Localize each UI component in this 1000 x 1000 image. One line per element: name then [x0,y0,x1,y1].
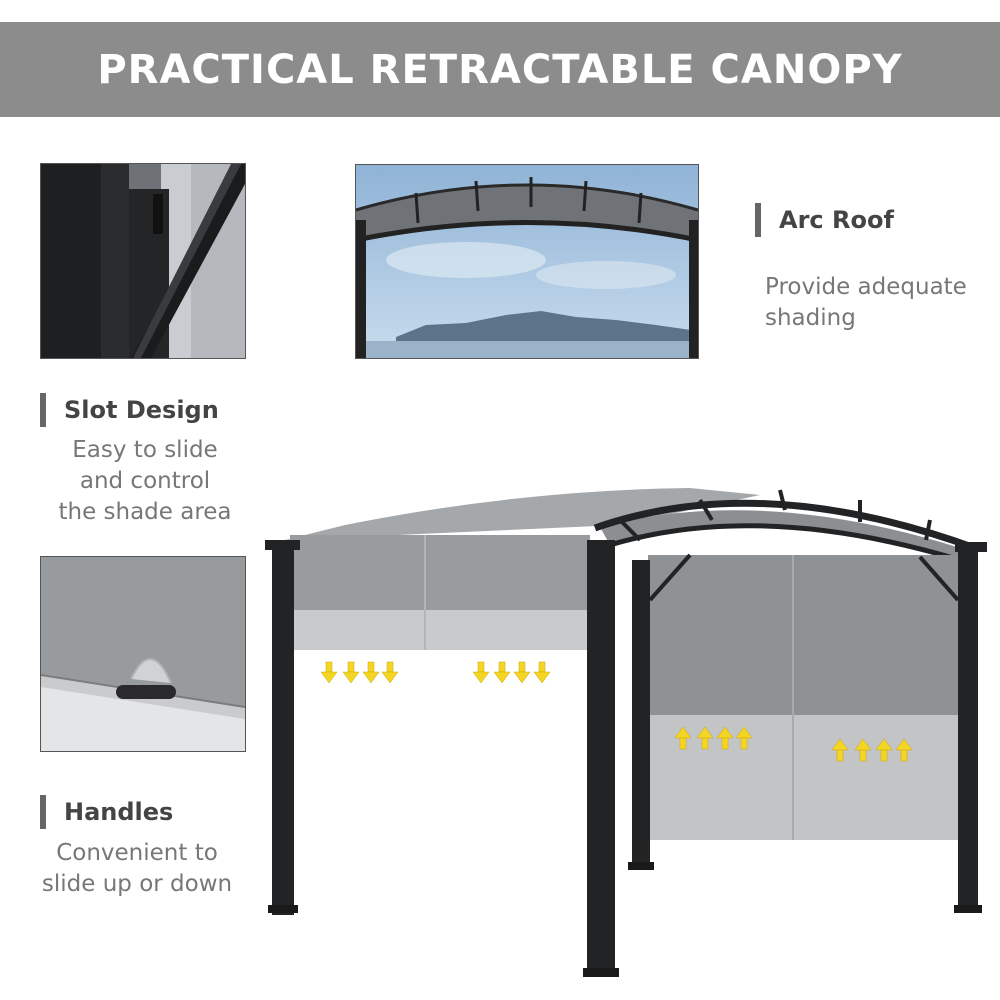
gazebo-post [587,540,615,975]
post-foot [954,905,982,913]
arc-roof-photo [355,164,699,359]
accent-bar [40,795,46,829]
arrow-up-icon [735,726,753,750]
arrow-down-icon [362,661,380,684]
arrow-up-icon [674,726,692,750]
slot-design-desc-line: Easy to slide [72,437,218,463]
arc-roof-title: Arc Roof [779,206,894,234]
right-canopy-flap [648,715,960,840]
left-canopy-flap [290,610,590,650]
corner-brace [918,555,960,602]
accent-bar [755,203,761,237]
arrow-down-icon [342,661,360,684]
slot-design-title: Slot Design [64,396,219,424]
arc-roof-desc-line: Provide adequate [765,274,967,300]
arrow-down-icon [533,661,551,684]
post-foot [583,968,619,977]
handle-detail-photo [40,556,246,752]
handles-desc-line: Convenient to [56,840,218,866]
gazebo-post [632,560,650,870]
slot-design-desc-line: and control [79,468,211,494]
slot-design-heading: Slot Design [40,393,219,427]
arrow-up-icon [854,738,872,762]
corner-brace [648,553,692,602]
right-canopy-panel [648,555,960,715]
arrow-down-icon [493,661,511,684]
banner: PRACTICAL RETRACTABLE CANOPY [0,22,1000,117]
accent-bar [40,393,46,427]
rafter [618,518,642,542]
arrow-up-icon [831,738,849,762]
handles-desc-line: slide up or down [41,871,233,897]
post-cap [955,542,987,552]
roof-front-panel [600,510,960,560]
arrow-down-icon [381,661,399,684]
banner-title: PRACTICAL RETRACTABLE CANOPY [97,46,903,93]
arrow-up-icon [895,738,913,762]
gazebo-post [272,545,294,915]
arrow-up-icon [716,726,734,750]
rafter [698,498,714,522]
arc-roof-description: Provide adequate shading [765,272,995,334]
roof-arc-beam [609,523,961,563]
arc-roof-heading: Arc Roof [755,203,894,237]
post-foot [628,862,654,870]
slot-design-description: Easy to slide and control the shade area [30,435,260,528]
arrow-down-icon [472,661,490,684]
post-cap [265,540,300,550]
gazebo-post [958,548,978,913]
post-foot [268,905,298,913]
handles-title: Handles [64,798,174,826]
arrow-down-icon [320,661,338,684]
roof-canopy-top [285,488,760,540]
arrow-up-icon [696,726,714,750]
arrow-up-icon [875,738,893,762]
left-canopy-panel [290,535,590,610]
arrow-down-icon [513,661,531,684]
slot-design-desc-line: the shade area [58,499,232,525]
rafter [924,519,932,541]
handles-heading: Handles [40,795,173,829]
slot-detail-photo [40,163,246,359]
roof-arc-beam [593,499,977,552]
rafter [778,489,787,511]
handles-description: Convenient to slide up or down [22,838,252,900]
arc-roof-desc-line: shading [765,305,856,331]
